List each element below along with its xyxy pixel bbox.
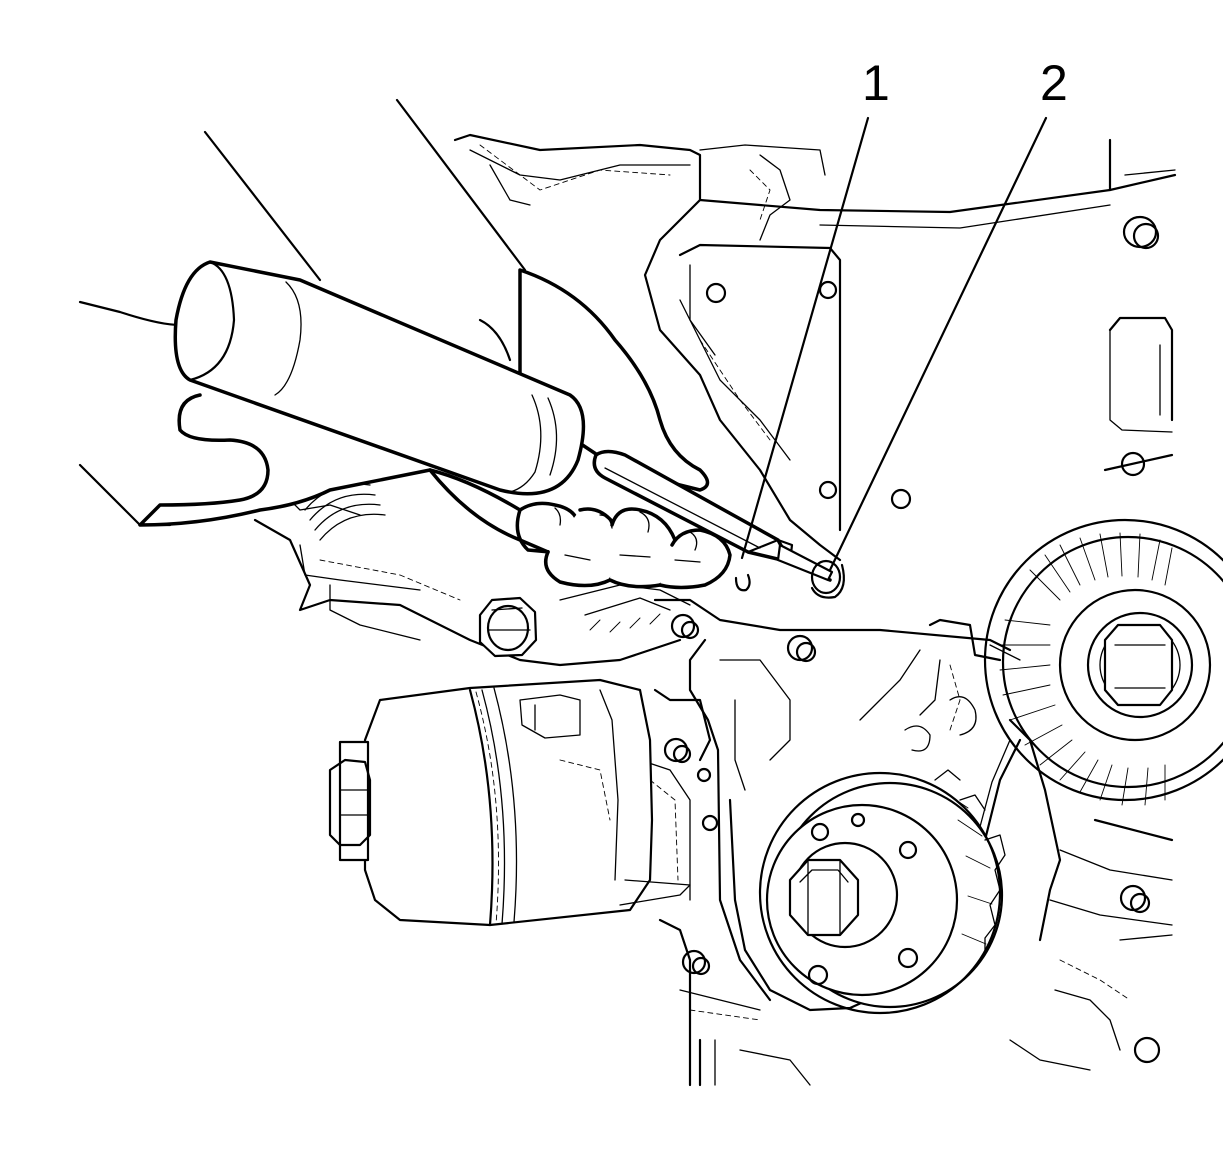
engine-block	[253, 133, 1177, 1087]
tensioner-pulley	[983, 518, 1223, 806]
callout-label-2: 2	[1040, 55, 1068, 111]
finger-4	[658, 528, 732, 590]
sealant-tube	[173, 260, 834, 582]
timing-belt-assembly	[688, 518, 1223, 1015]
hand-with-sealant-tube	[78, 98, 834, 590]
hex-bolt-left	[478, 596, 538, 658]
seal-bore	[734, 559, 845, 599]
crankshaft-sprocket	[758, 769, 1006, 1015]
leader-line-2	[828, 116, 1048, 572]
oil-filter-housing	[328, 678, 691, 927]
leader-line-1	[740, 116, 870, 560]
leader-lines	[740, 116, 1048, 572]
callout-label-1: 1	[862, 55, 890, 111]
sleeve-line-upper	[203, 130, 322, 282]
